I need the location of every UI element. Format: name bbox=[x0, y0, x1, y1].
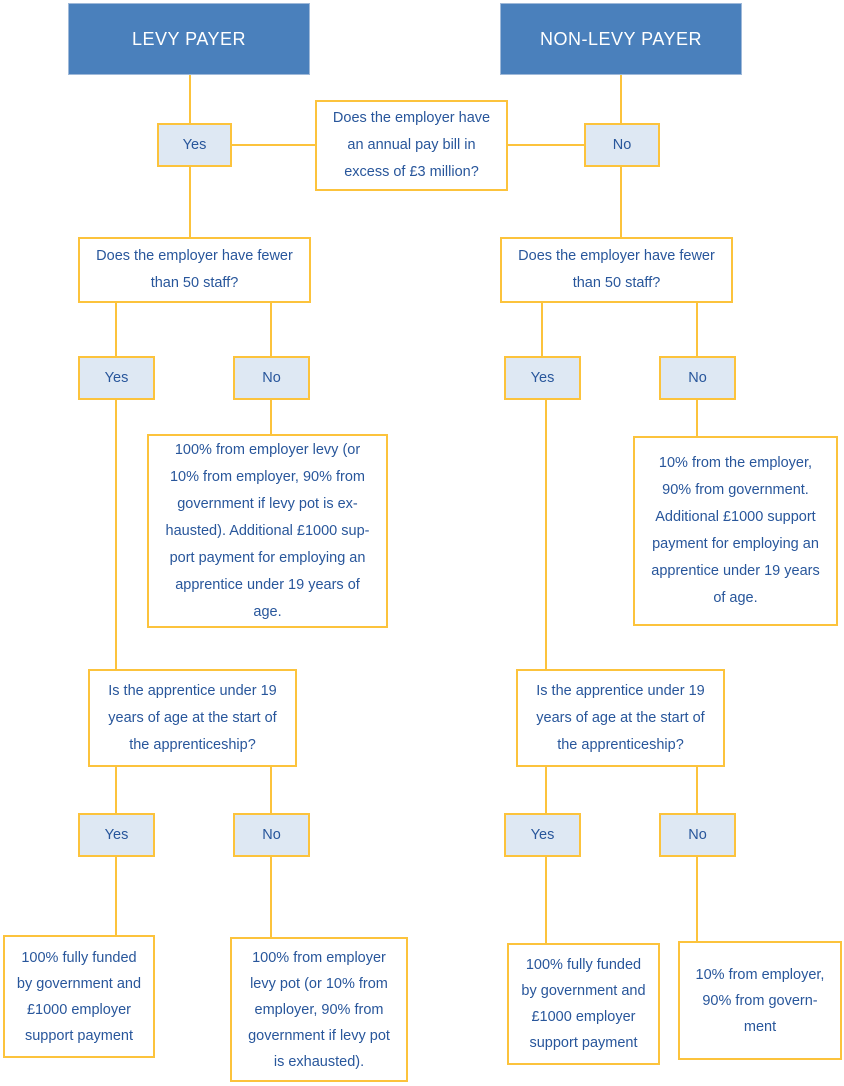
connector-age-left-to-no3 bbox=[270, 767, 272, 813]
connector-age-right-to-no3 bbox=[696, 767, 698, 813]
outcome-levy-19plus: 100% from employer levy pot (or 10% from… bbox=[230, 937, 408, 1082]
question-staff-nonlevy: Does the employer have fewer than 50 sta… bbox=[500, 237, 733, 303]
decision-yes-paybill-levy: Yes bbox=[157, 123, 232, 167]
connector-staff-right-to-yes2 bbox=[541, 303, 543, 356]
connector-no3-right-to-outcome bbox=[696, 857, 698, 941]
outcome-nonlevy-50plus-staff: 10% from the employer, 90% from governme… bbox=[633, 436, 838, 626]
decision-no-age-nonlevy: No bbox=[659, 813, 736, 857]
connector-yes1-to-paybill bbox=[231, 144, 315, 146]
connector-age-left-to-yes3 bbox=[115, 767, 117, 813]
connector-no3-left-to-outcome bbox=[270, 857, 272, 937]
question-age-nonlevy: Is the apprentice under 19 years of age … bbox=[516, 669, 725, 767]
decision-no-paybill-nonlevy: No bbox=[584, 123, 660, 167]
decision-yes-staff-nonlevy: Yes bbox=[504, 356, 581, 400]
outcome-levy-under19: 100% fully funded by government and £100… bbox=[3, 935, 155, 1058]
decision-no-staff-levy: No bbox=[233, 356, 310, 400]
connector-yes2-left-to-age bbox=[115, 400, 117, 669]
decision-yes-age-levy: Yes bbox=[78, 813, 155, 857]
connector-no1-to-staff-right bbox=[620, 167, 622, 237]
connector-staff-left-to-no2 bbox=[270, 303, 272, 356]
connector-levy-to-yes1 bbox=[189, 75, 191, 123]
decision-yes-age-nonlevy: Yes bbox=[504, 813, 581, 857]
connector-paybill-to-no1 bbox=[508, 144, 584, 146]
connector-no2-right-to-outcome bbox=[696, 400, 698, 436]
connector-yes3-left-to-outcome bbox=[115, 857, 117, 935]
outcome-levy-50plus-staff: 100% from employer levy (or 10% from emp… bbox=[147, 434, 388, 628]
connector-staff-left-to-yes2 bbox=[115, 303, 117, 356]
question-staff-levy: Does the employer have fewer than 50 sta… bbox=[78, 237, 311, 303]
outcome-nonlevy-under19: 100% fully funded by government and £100… bbox=[507, 943, 660, 1065]
header-non-levy-payer: NON-LEVY PAYER bbox=[500, 3, 742, 75]
connector-staff-right-to-no2 bbox=[696, 303, 698, 356]
connector-yes1-to-staff-left bbox=[189, 167, 191, 237]
connector-no2-left-to-outcome bbox=[270, 400, 272, 434]
decision-yes-staff-levy: Yes bbox=[78, 356, 155, 400]
connector-nonlevy-to-no1 bbox=[620, 75, 622, 123]
outcome-nonlevy-19plus: 10% from employer, 90% from govern- ment bbox=[678, 941, 842, 1060]
question-age-levy: Is the apprentice under 19 years of age … bbox=[88, 669, 297, 767]
decision-no-age-levy: No bbox=[233, 813, 310, 857]
connector-age-right-to-yes3 bbox=[545, 767, 547, 813]
decision-no-staff-nonlevy: No bbox=[659, 356, 736, 400]
connector-yes2-right-to-age bbox=[545, 400, 547, 669]
connector-yes3-right-to-outcome bbox=[545, 857, 547, 943]
question-pay-bill: Does the employer have an annual pay bil… bbox=[315, 100, 508, 191]
header-levy-payer: LEVY PAYER bbox=[68, 3, 310, 75]
